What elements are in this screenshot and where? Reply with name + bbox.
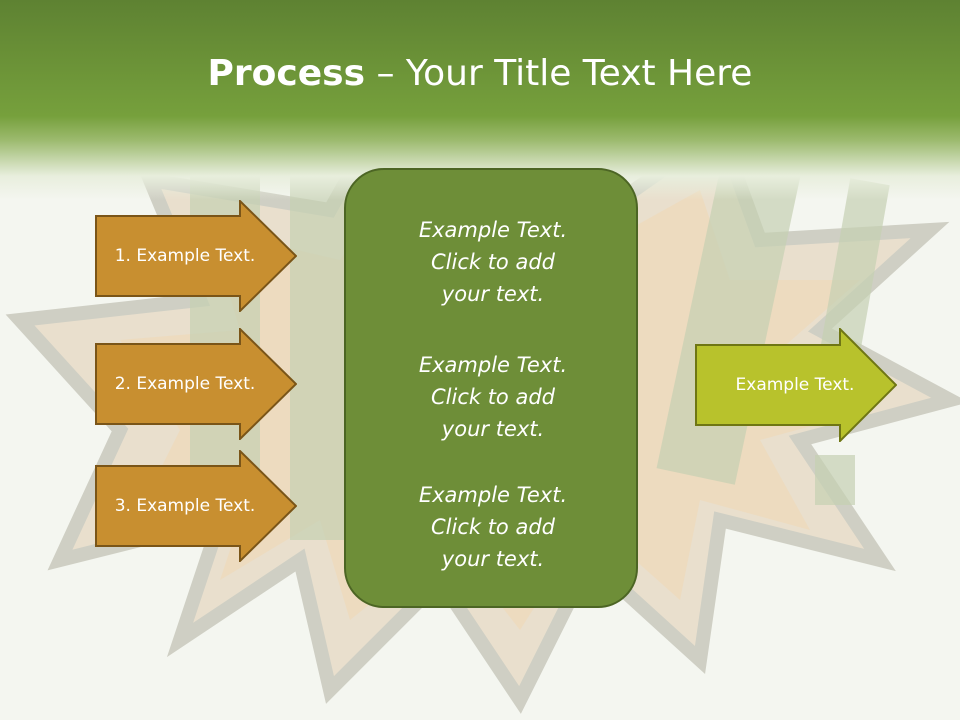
step-arrow-label: 3. Example Text. <box>114 496 256 516</box>
center-text-box[interactable]: Example Text. Click to add your text. Ex… <box>344 168 638 608</box>
background-exclaim-dot <box>815 455 855 505</box>
center-line: Click to add <box>430 515 555 539</box>
center-line: your text. <box>441 547 545 571</box>
center-line: Example Text. <box>418 483 568 507</box>
step-arrow-1[interactable]: 1. Example Text. <box>95 200 297 312</box>
step-arrow-label: 2. Example Text. <box>114 374 256 394</box>
step-arrow-2[interactable]: 2. Example Text. <box>95 328 297 440</box>
background-letter-bar-3 <box>656 145 804 485</box>
step-arrow-3[interactable]: 3. Example Text. <box>95 450 297 562</box>
center-paragraph-1: Example Text. Click to add your text. <box>346 214 640 310</box>
arrow-shape-icon <box>95 328 297 440</box>
arrow-shape-icon <box>95 200 297 312</box>
header-band <box>0 0 960 200</box>
center-line: your text. <box>441 417 545 441</box>
center-line: Click to add <box>430 385 555 409</box>
center-paragraph-3: Example Text. Click to add your text. <box>346 479 640 575</box>
step-arrow-label: 1. Example Text. <box>114 246 256 266</box>
slide-title-rest: – Your Title Text Here <box>365 53 753 94</box>
center-paragraph-2: Example Text. Click to add your text. <box>346 349 640 445</box>
slide-title-bold: Process <box>207 53 366 94</box>
center-line: Example Text. <box>418 218 568 242</box>
center-line: your text. <box>441 282 545 306</box>
center-line: Example Text. <box>418 353 568 377</box>
output-arrow-label: Example Text. <box>735 375 855 395</box>
center-line: Click to add <box>430 250 555 274</box>
arrow-shape-icon <box>695 328 897 442</box>
arrow-shape-icon <box>95 450 297 562</box>
slide-title[interactable]: Process – Your Title Text Here <box>0 52 960 96</box>
output-arrow[interactable]: Example Text. <box>695 328 897 442</box>
